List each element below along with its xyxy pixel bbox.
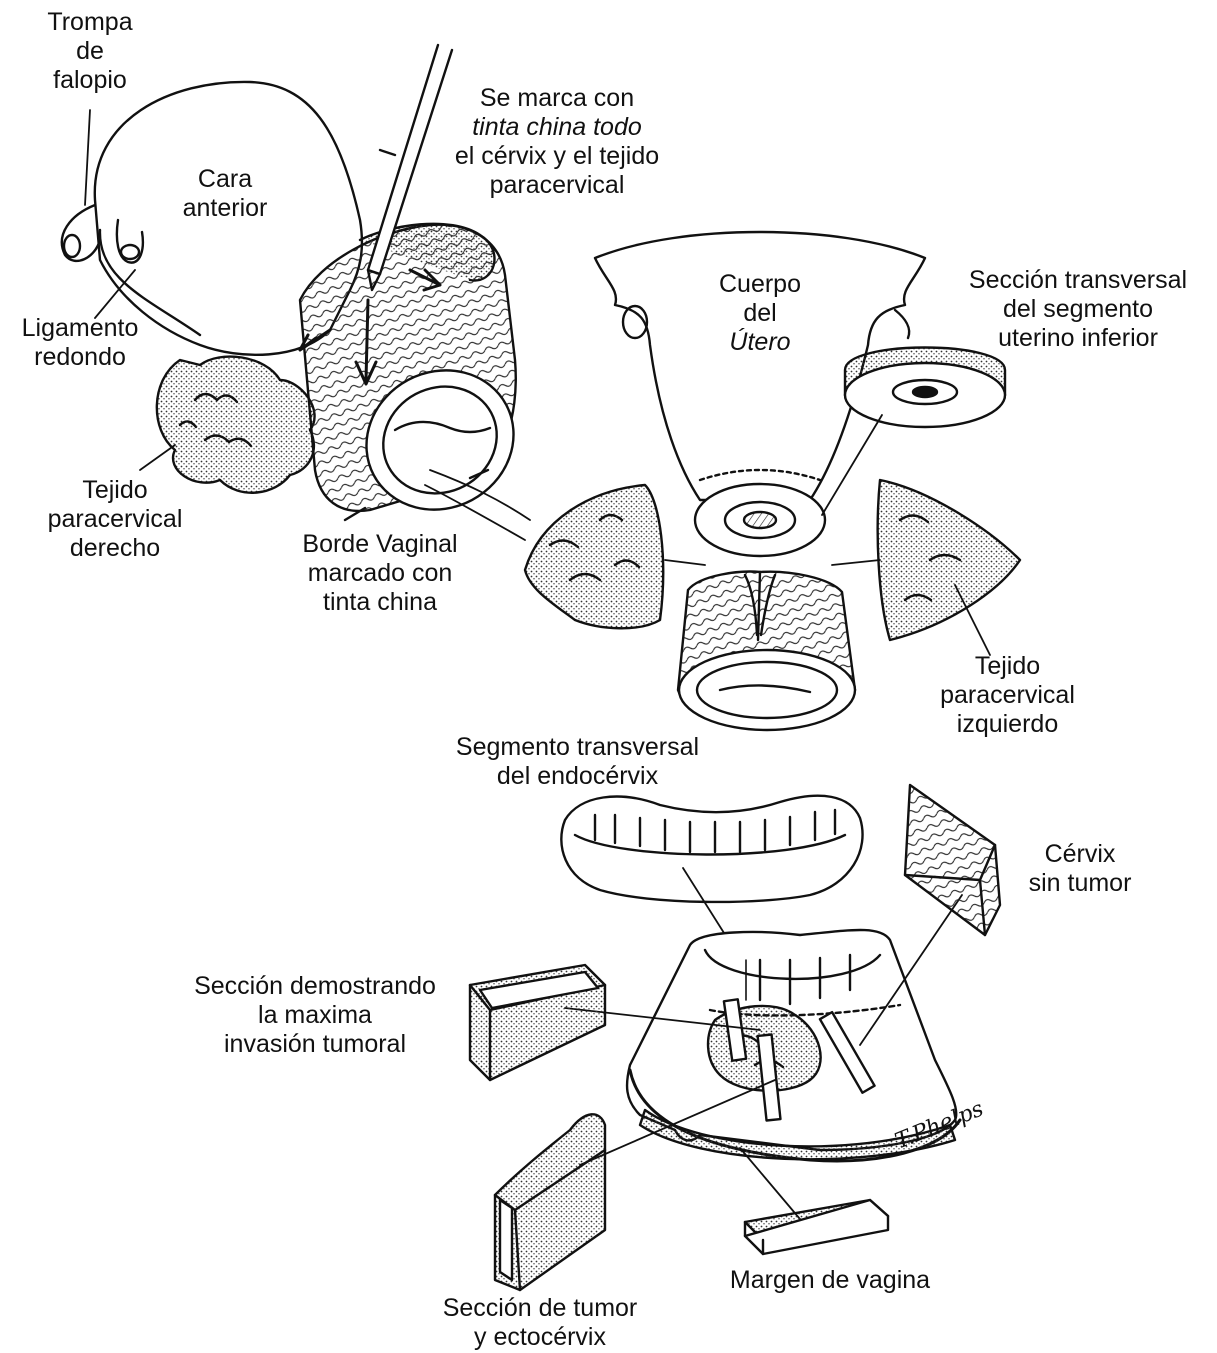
label-seccion-demostrando-line2: la maxima: [170, 1001, 460, 1030]
label-ligamento-line1: Ligamento: [5, 314, 155, 343]
label-cervix-sin-tumor: Cérvix sin tumor: [1010, 840, 1150, 898]
label-seccion-demostrando-line1: Sección demostrando: [170, 972, 460, 1001]
label-tejido-derecho-line2: paracervical: [35, 505, 195, 534]
label-cara-line1: Cara: [170, 165, 280, 194]
label-tejido-izquierdo: Tejido paracervical izquierdo: [925, 652, 1090, 739]
label-cuerpo-line3: Útero: [710, 328, 810, 357]
label-tinta-line4: paracervical: [432, 171, 682, 200]
label-seccion-tumor-line2: y ectocérvix: [420, 1323, 660, 1352]
label-seccion-transversal-line3: uterino inferior: [948, 324, 1208, 353]
label-tejido-derecho-line1: Tejido: [35, 476, 195, 505]
label-seccion-transversal: Sección transversal del segmento uterino…: [948, 266, 1208, 353]
label-borde-line3: tinta china: [285, 588, 475, 617]
label-tinta-line3: el cérvix y el tejido: [432, 142, 682, 171]
label-trompa-line2: de: [40, 37, 140, 66]
label-margen-line1: Margen de vagina: [705, 1266, 955, 1295]
label-tejido-izquierdo-line2: paracervical: [925, 681, 1090, 710]
label-trompa: Trompa de falopio: [40, 8, 140, 95]
label-tinta-line1: Se marca con: [432, 84, 682, 113]
label-ligamento-line2: redondo: [5, 343, 155, 372]
label-borde-vaginal: Borde Vaginal marcado con tinta china: [285, 530, 475, 617]
sectioned-cervix-drawing: [470, 785, 1000, 1290]
label-cara-anterior: Cara anterior: [170, 165, 280, 223]
label-cuerpo-line1: Cuerpo: [710, 270, 810, 299]
label-seccion-transversal-line2: del segmento: [948, 295, 1208, 324]
label-seccion-demostrando: Sección demostrando la maxima invasión t…: [170, 972, 460, 1059]
label-cervix-line2: sin tumor: [1010, 869, 1150, 898]
label-trompa-line3: falopio: [40, 66, 140, 95]
label-seccion-tumor-line1: Sección de tumor: [420, 1294, 660, 1323]
label-seccion-tumor: Sección de tumor y ectocérvix: [420, 1294, 660, 1352]
label-trompa-line1: Trompa: [40, 8, 140, 37]
label-tinta-line2: tinta china todo: [432, 113, 682, 142]
label-tejido-izquierdo-line1: Tejido: [925, 652, 1090, 681]
label-borde-line2: marcado con: [285, 559, 475, 588]
label-tinta-china: Se marca con tinta china todo el cérvix …: [432, 84, 682, 200]
label-cara-line2: anterior: [170, 194, 280, 223]
label-segmento-line1: Segmento transversal: [435, 733, 720, 762]
label-borde-line1: Borde Vaginal: [285, 530, 475, 559]
label-tejido-derecho-line3: derecho: [35, 534, 195, 563]
label-cuerpo-utero: Cuerpo del Útero: [710, 270, 810, 357]
label-cuerpo-line2: del: [710, 299, 810, 328]
label-seccion-transversal-line1: Sección transversal: [948, 266, 1208, 295]
label-margen-vagina: Margen de vagina: [705, 1266, 955, 1295]
label-tejido-derecho: Tejido paracervical derecho: [35, 476, 195, 563]
label-ligamento: Ligamento redondo: [5, 314, 155, 372]
label-segmento-endocervix: Segmento transversal del endocérvix: [435, 733, 720, 791]
label-seccion-demostrando-line3: invasión tumoral: [170, 1030, 460, 1059]
label-segmento-line2: del endocérvix: [435, 762, 720, 791]
label-tejido-izquierdo-line3: izquierdo: [925, 710, 1090, 739]
label-cervix-line1: Cérvix: [1010, 840, 1150, 869]
